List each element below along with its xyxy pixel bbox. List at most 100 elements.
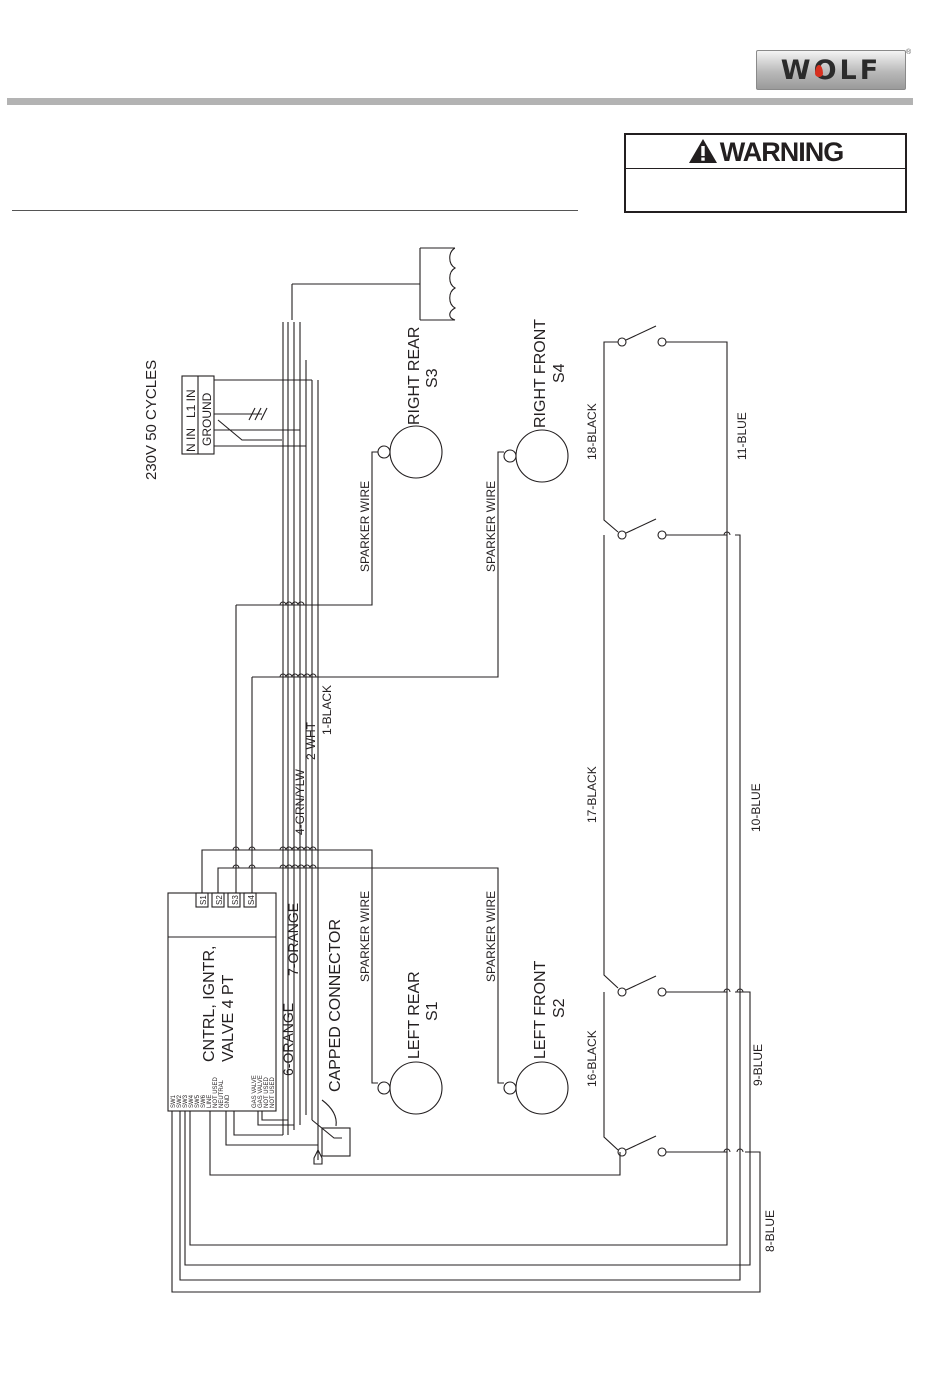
wire-label-17-black: 17-BLACK <box>585 766 599 823</box>
left-front-label-2: S2 <box>551 998 568 1018</box>
module-pin-labels: SW1 SW2 SW3 SW4 SW5 SW6 LINE NOT USED NE… <box>171 1075 276 1108</box>
left-rear-label-2: S1 <box>424 1001 441 1021</box>
wire-10-blue-b <box>179 534 741 1281</box>
transformer-coil <box>419 247 457 321</box>
flame-icon <box>815 65 823 77</box>
pin-line: LINE <box>207 1095 213 1108</box>
pin-not-used-2: NOT USED <box>264 1076 270 1108</box>
connector-plug <box>313 1148 323 1165</box>
module-label-1: CNTRL, IGNTR, <box>201 946 218 1062</box>
wire-16-black <box>603 992 619 1151</box>
right-front-label-2: S4 <box>551 363 568 383</box>
module-port-s3: S3 <box>231 895 240 905</box>
sparker-wire-left-front <box>217 867 504 1084</box>
wire-label-18-black: 18-BLACK <box>585 403 599 460</box>
pin-neutral: NEUTRAL <box>219 1079 225 1108</box>
warning-box: WARNING <box>624 133 907 213</box>
left-rear-electrode <box>377 1081 391 1095</box>
warning-triangle-icon <box>688 139 717 163</box>
warning-title: WARNING <box>719 137 844 167</box>
wire-label-9-blue: 9-BLUE <box>751 1044 765 1086</box>
harness-top-link <box>214 379 312 447</box>
terminal-label-ground: GROUND <box>200 392 214 446</box>
wire-label-16-black: 16-BLACK <box>585 1030 599 1087</box>
wire-label-10-blue: 10-BLUE <box>749 783 763 832</box>
main-harness <box>282 322 319 1160</box>
transformer-lead <box>291 283 420 320</box>
pin-not-used-3: NOT USED <box>270 1076 276 1108</box>
terminal-label-nin: N IN <box>184 428 198 452</box>
module-label-2: VALVE 4 PT <box>220 974 237 1062</box>
pin-sw4: SW4 <box>189 1094 195 1108</box>
wire-label-1-black: 1-BLACK <box>320 685 334 735</box>
ground-symbol <box>214 407 282 441</box>
wire-10-blue <box>666 535 728 993</box>
wire-label-8-blue: 8-BLUE <box>763 1210 777 1252</box>
right-front-label-1: RIGHT FRONT <box>532 319 549 428</box>
wire-label-11-blue: 11-BLUE <box>735 412 749 460</box>
sparker-wire-label-lf: SPARKER WIRE <box>484 891 498 982</box>
pin-gas-valve-1: GAS VALVE <box>252 1075 258 1108</box>
module-sparker-feeds <box>235 605 253 893</box>
wire-label-7-orange: 7-ORANGE <box>285 903 301 976</box>
wire-crossings <box>232 531 744 1153</box>
capped-connector <box>321 1127 351 1157</box>
wire-label-6-orange: 6-ORANGE <box>280 1003 296 1076</box>
wire-18-black <box>603 341 619 533</box>
sparker-wire-right-front <box>252 451 504 678</box>
pin-not-used-1: NOT USED <box>213 1076 219 1108</box>
right-front-electrode <box>503 449 517 463</box>
wire-8-blue-b <box>184 991 751 1266</box>
capped-connector-arrow <box>321 1099 337 1127</box>
header-rule <box>7 98 913 105</box>
wire-label-4-grnylw: 4-GRN/YLW <box>293 769 307 835</box>
left-front-label-1: LEFT FRONT <box>532 960 549 1059</box>
left-front-igniter <box>515 1061 569 1115</box>
pin-sw1: SW1 <box>171 1094 177 1108</box>
pin-sw3: SW3 <box>183 1094 189 1108</box>
switch-s17 <box>617 518 667 540</box>
wire-11-blue <box>666 341 728 536</box>
wire-label-2-wht: 2-WHT <box>304 721 318 760</box>
right-rear-electrode <box>377 445 391 459</box>
right-rear-label-1: RIGHT REAR <box>406 327 423 425</box>
wire-17-black <box>603 535 619 989</box>
capped-connector-lead <box>311 1119 342 1139</box>
sparker-wire-right-rear <box>236 451 378 606</box>
sparker-wire-label-rf: SPARKER WIRE <box>484 481 498 572</box>
sparker-wire-left-rear <box>201 849 378 1084</box>
switch-main <box>617 1135 667 1157</box>
switch-s18 <box>617 325 667 347</box>
module-port-s4: S4 <box>247 895 256 905</box>
warning-heading: WARNING <box>626 137 905 167</box>
left-rear-label-1: LEFT REAR <box>406 971 423 1059</box>
pin-sw2: SW2 <box>177 1094 183 1108</box>
left-front-electrode <box>503 1081 517 1095</box>
registered-mark: ® <box>906 49 912 56</box>
wire-9-blue-b <box>189 1111 728 1246</box>
switch-s16 <box>617 975 667 997</box>
right-front-igniter <box>515 429 569 483</box>
sparker-wire-label-rr: SPARKER WIRE <box>358 481 372 572</box>
sparker-wire-label-lr: SPARKER WIRE <box>358 891 372 982</box>
pin-gas-valve-2: GAS VALVE <box>258 1075 264 1108</box>
module-port-s2: S2 <box>215 895 224 905</box>
wolf-logo: WOLF <box>756 50 906 90</box>
capped-connector-label: CAPPED CONNECTOR <box>327 919 344 1092</box>
power-label: 230V 50 CYCLES <box>143 360 160 480</box>
terminal-label-l1in: L1 IN <box>184 389 198 418</box>
wire-8-blue <box>171 1111 761 1293</box>
warning-separator <box>626 168 905 169</box>
pin-sw6: SW6 <box>201 1094 207 1108</box>
wire-9-blue <box>666 992 728 1153</box>
right-rear-label-2: S3 <box>424 368 441 388</box>
pin-sw5: SW5 <box>195 1094 201 1108</box>
module-lower-feeds <box>209 1111 621 1176</box>
right-rear-igniter <box>389 425 443 479</box>
module-port-s1: S1 <box>199 895 208 905</box>
module-port-boxes <box>195 892 257 908</box>
module-orange-wires <box>257 1111 294 1126</box>
brand-name: WOLF <box>780 55 882 86</box>
left-rear-igniter <box>389 1061 443 1115</box>
